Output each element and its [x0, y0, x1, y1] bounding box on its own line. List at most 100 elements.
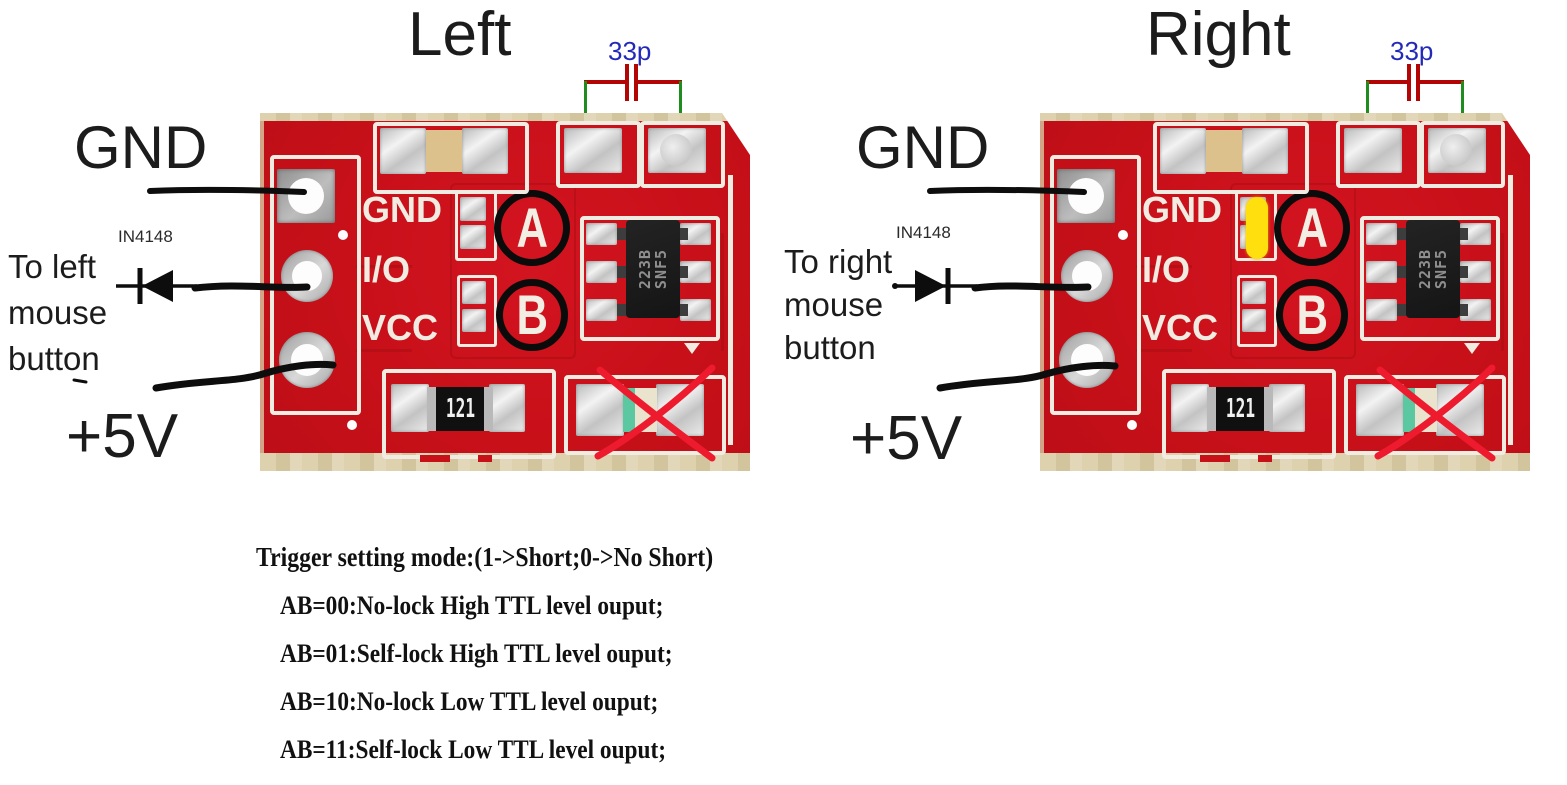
- right-cap-value: 33p: [1390, 36, 1434, 66]
- jumper-pad: [1242, 309, 1266, 332]
- ic-leg: [1397, 304, 1407, 316]
- jumper-b-pads-box: [457, 275, 497, 347]
- silk-label-vcc: VCC: [1142, 307, 1219, 348]
- right-vcc-wire: [936, 361, 1119, 392]
- cap-lead: [584, 81, 587, 113]
- jumper-b-label: B: [1296, 283, 1328, 346]
- led-cross-out: [594, 364, 716, 462]
- jumper-b-pads-box: [1237, 275, 1277, 347]
- cross-stroke: [596, 366, 716, 462]
- right-board-title: Right: [1146, 0, 1291, 69]
- cross-stroke: [1374, 364, 1496, 460]
- resistor-pad-right: [1269, 384, 1305, 432]
- right-diode-symbol: [892, 268, 977, 304]
- jumper-pad: [460, 225, 486, 249]
- jumper-b-circle: B: [1276, 279, 1348, 351]
- notes-item-ab10: AB=10:No-lock Low TTL level ouput;: [280, 686, 659, 716]
- gnd-pin-hole: [288, 178, 324, 214]
- cap-plate: [1416, 64, 1420, 101]
- resistor-silkscreen-box: [382, 369, 556, 459]
- jumper-a-circle: A: [1274, 190, 1350, 266]
- resistor-silkscreen-box: [1162, 369, 1336, 459]
- right-diode-label: IN4148: [896, 223, 951, 242]
- touch-pad-1: [1344, 128, 1402, 173]
- via: [347, 420, 357, 430]
- label-line: To left: [8, 248, 97, 285]
- jumper-b-circle: B: [496, 279, 568, 351]
- edge-red-dash: [420, 455, 450, 462]
- ic-pad: [1366, 261, 1397, 283]
- ic-leg: [1397, 228, 1407, 240]
- edge-red-dash: [1258, 455, 1272, 462]
- diode-triangle: [142, 270, 173, 302]
- trace-line: [356, 349, 412, 352]
- gnd-pin-hole: [1068, 178, 1104, 214]
- ic-pad: [586, 223, 617, 245]
- left-power-label: +5V: [66, 402, 179, 471]
- jumper-short-mark: [1246, 197, 1268, 259]
- resistor-pad-right: [489, 384, 525, 432]
- via: [1118, 230, 1128, 240]
- cross-stroke: [594, 364, 716, 460]
- ic-leg: [617, 266, 627, 278]
- ic-leg: [1397, 266, 1407, 278]
- led-pad-left: [1356, 384, 1404, 436]
- ic-leg: [617, 304, 627, 316]
- trace-line: [1501, 233, 1504, 351]
- ic-leg: [617, 228, 627, 240]
- cross-stroke: [1376, 366, 1496, 462]
- resistor-marking: 121: [445, 394, 475, 424]
- left-vcc-wire: [152, 360, 337, 392]
- ic-leg: [1458, 228, 1468, 240]
- ic-leg: [1458, 304, 1468, 316]
- touch-pad-box-2: [1420, 121, 1505, 188]
- touch-pad-box-2: [640, 121, 725, 188]
- right-touch-module: GND I/O VCC A B 223B S: [1040, 113, 1530, 471]
- left-gnd-wire: [147, 186, 307, 195]
- notes-item-ab01: AB=01:Self-lock High TTL level ouput;: [280, 638, 673, 668]
- silk-label-io: I/O: [1142, 249, 1191, 290]
- touch-pad-box-1: [556, 121, 641, 188]
- left-cap-value: 33p: [608, 36, 652, 66]
- silk-label-vcc: VCC: [362, 307, 439, 348]
- cap-wire: [1420, 80, 1464, 84]
- diode-lead-dot: [892, 283, 898, 289]
- led-pad-left: [576, 384, 624, 436]
- trace-line: [1136, 349, 1192, 352]
- left-gnd-label: GND: [74, 114, 208, 181]
- diode-triangle: [915, 270, 946, 302]
- ic-body: 223B SNF5: [626, 220, 680, 318]
- resistor-endcap: [484, 387, 493, 431]
- vcc-pin-hole: [291, 344, 323, 376]
- trace-outline: [1230, 183, 1356, 359]
- right-mouse-button-label: To right mouse button: [784, 240, 892, 369]
- label-line: mouse: [784, 286, 884, 323]
- jumper-a-label: A: [516, 196, 548, 259]
- trace-line: [1136, 265, 1192, 268]
- cap-wire: [584, 80, 625, 84]
- resistor-body: 121: [427, 387, 493, 431]
- capacitor-solder-right: [462, 128, 508, 174]
- resistor-endcap: [1207, 387, 1216, 431]
- silk-label-gnd: GND: [1142, 189, 1222, 230]
- jumper-pad: [1242, 281, 1266, 304]
- capacitor-solder-left: [1160, 128, 1206, 174]
- ic-body: 223B SNF5: [1406, 220, 1460, 318]
- label-line: button: [784, 329, 876, 366]
- notes-item-ab11: AB=11:Self-lock Low TTL level ouput;: [280, 734, 667, 764]
- pcb-top-edge: [260, 113, 750, 121]
- label-line: mouse: [8, 294, 108, 331]
- right-io-wire: [971, 282, 1092, 292]
- jumper-a-label: A: [1296, 196, 1328, 259]
- resistor-marking: 121: [1225, 394, 1255, 424]
- jumper-a-circle: A: [494, 190, 570, 266]
- ic-silkscreen-box: [580, 216, 720, 341]
- touch-pad-box-1: [1336, 121, 1421, 188]
- touch-pad-solder-blob: [1440, 134, 1472, 166]
- via: [1127, 420, 1137, 430]
- silk-triangle-marker: [684, 343, 700, 354]
- capacitor-body: [1206, 130, 1242, 172]
- right-power-label: +5V: [850, 404, 963, 473]
